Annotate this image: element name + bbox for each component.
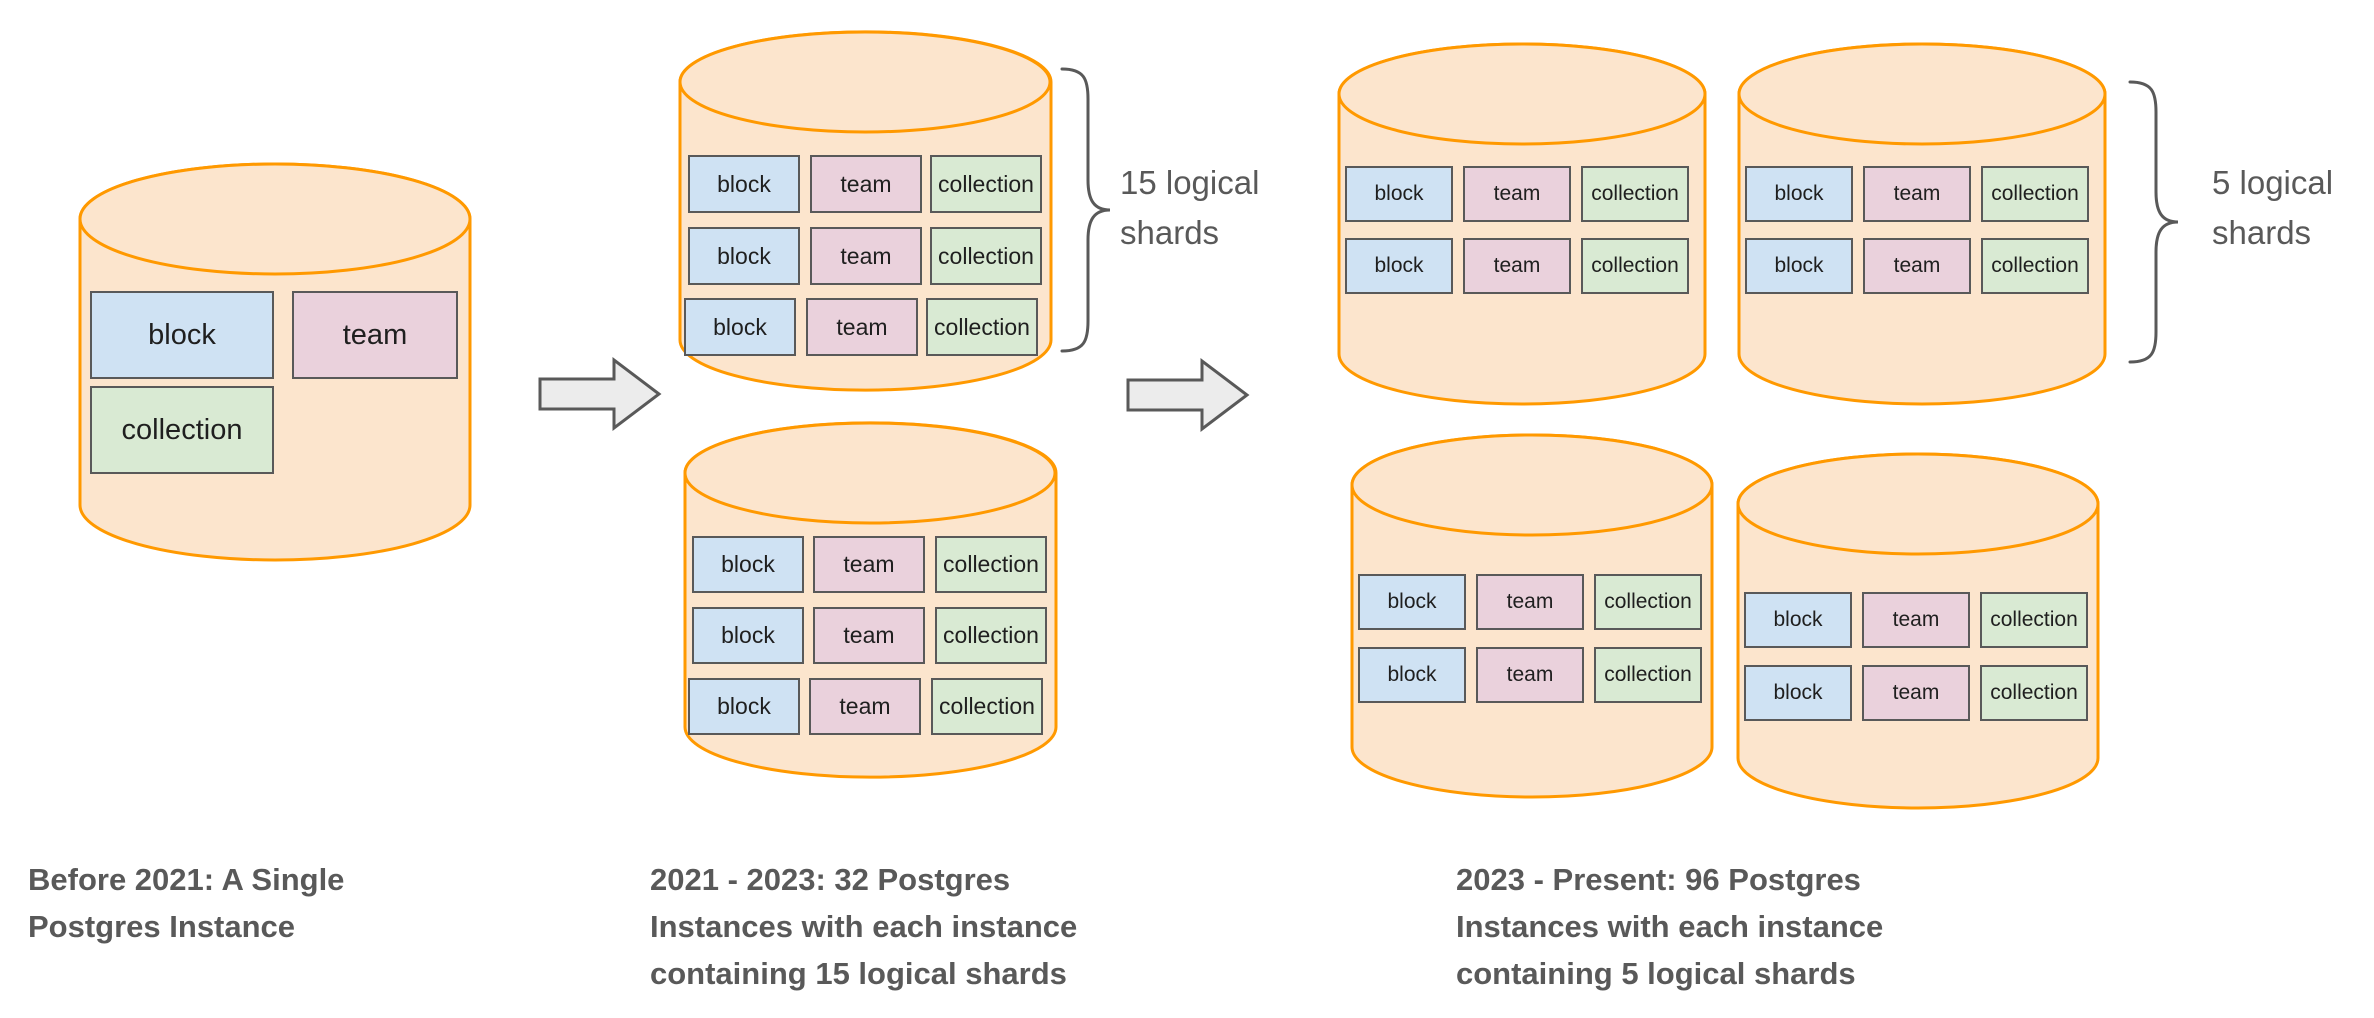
table-box-block: block (688, 227, 800, 285)
table-box-block: block (684, 298, 796, 356)
database-cylinder-icon (1737, 42, 2107, 406)
table-box-block: block (1744, 592, 1852, 648)
stage1-caption: Before 2021: A Single Postgres Instance (28, 862, 345, 944)
table-box-collection: collection (1581, 238, 1689, 294)
table-box-block: block (1744, 665, 1852, 721)
table-box-team: team (813, 607, 925, 664)
table-box-collection: collection (1594, 574, 1702, 630)
table-box-collection: collection (931, 678, 1043, 735)
curly-brace-icon (1060, 67, 1111, 353)
table-box-collection: collection (935, 536, 1047, 593)
table-box-block: block (692, 607, 804, 664)
transition-arrow-icon (538, 357, 662, 431)
database-cylinder-icon (1337, 42, 1707, 406)
table-box-block: block (692, 536, 804, 593)
table-box-team: team (1863, 238, 1971, 294)
table-box-team: team (810, 155, 922, 213)
table-box-block: block (1358, 574, 1466, 630)
table-box-team: team (292, 291, 458, 379)
table-box-team: team (1476, 574, 1584, 630)
table-box-team: team (1863, 166, 1971, 222)
table-box-block: block (90, 291, 274, 379)
table-box-collection: collection (926, 298, 1038, 356)
table-box-block: block (688, 678, 800, 735)
table-box-team: team (806, 298, 918, 356)
shard-count-label: 15 logical shards (1120, 164, 1260, 251)
table-box-collection: collection (1981, 166, 2089, 222)
table-box-team: team (1862, 665, 1970, 721)
table-box-block: block (1745, 238, 1853, 294)
table-box-collection: collection (1980, 592, 2088, 648)
table-box-collection: collection (1981, 238, 2089, 294)
table-box-team: team (813, 536, 925, 593)
transition-arrow-icon (1126, 358, 1250, 432)
table-box-team: team (1463, 166, 1571, 222)
table-box-team: team (1463, 238, 1571, 294)
curly-brace-icon (2128, 80, 2179, 364)
table-box-collection: collection (930, 155, 1042, 213)
table-box-collection: collection (930, 227, 1042, 285)
table-box-team: team (809, 678, 921, 735)
table-box-block: block (688, 155, 800, 213)
table-box-collection: collection (935, 607, 1047, 664)
table-box-team: team (1862, 592, 1970, 648)
table-box-team: team (810, 227, 922, 285)
table-box-block: block (1745, 166, 1853, 222)
shard-count-label: 5 logical shards (2212, 164, 2334, 251)
table-box-block: block (1345, 238, 1453, 294)
table-box-collection: collection (1594, 647, 1702, 703)
table-box-team: team (1476, 647, 1584, 703)
table-box-collection: collection (1980, 665, 2088, 721)
stage3-caption: 2023 - Present: 96 Postgres Instances wi… (1456, 862, 1884, 991)
table-box-block: block (1358, 647, 1466, 703)
stage2-caption: 2021 - 2023: 32 Postgres Instances with … (650, 862, 1078, 991)
table-box-block: block (1345, 166, 1453, 222)
table-box-collection: collection (90, 386, 274, 474)
table-box-collection: collection (1581, 166, 1689, 222)
